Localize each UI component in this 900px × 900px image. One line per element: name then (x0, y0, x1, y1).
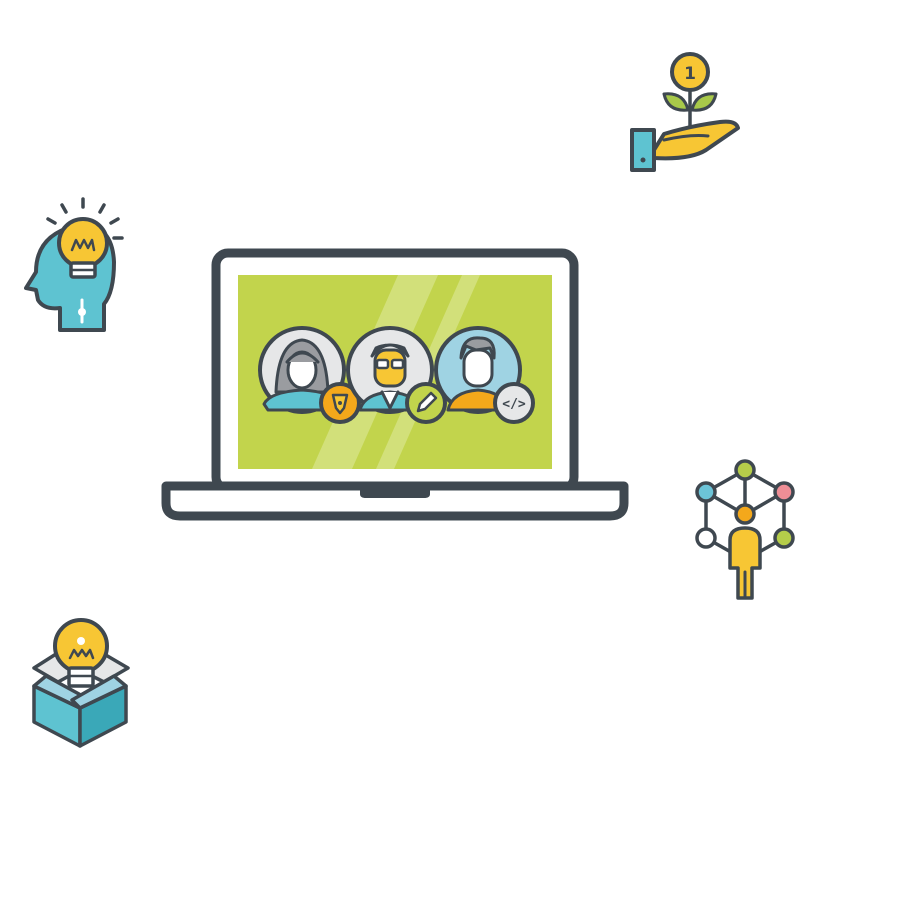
leaf-icon (690, 92, 718, 112)
coin-icon (670, 52, 710, 92)
code-badge: </> (493, 382, 535, 424)
network-person-icon (695, 459, 795, 600)
node-icon (773, 481, 795, 503)
light-bulb-icon (53, 618, 109, 674)
node-icon (773, 527, 795, 549)
laptop-icon: </> (161, 248, 629, 521)
sleeve-cuff (630, 128, 656, 172)
code-badge-label: </> (502, 397, 526, 412)
person-body (728, 526, 762, 600)
node-icon (695, 527, 717, 549)
idea-head-icon (24, 197, 124, 332)
laptop-notch (360, 486, 430, 498)
pen-nib-badge (319, 382, 361, 424)
leaf-icon (662, 92, 690, 112)
pencil-badge (405, 382, 447, 424)
laptop-base (161, 481, 629, 521)
investment-growth-icon: 1 (630, 52, 740, 172)
light-rays (46, 197, 124, 240)
node-icon (695, 481, 717, 503)
node-icon (734, 459, 756, 481)
box-lid-right (70, 674, 128, 710)
hand-icon (652, 119, 740, 161)
person-head (734, 503, 756, 525)
idea-box-icon (32, 618, 130, 748)
coin-label: 1 (684, 64, 696, 84)
